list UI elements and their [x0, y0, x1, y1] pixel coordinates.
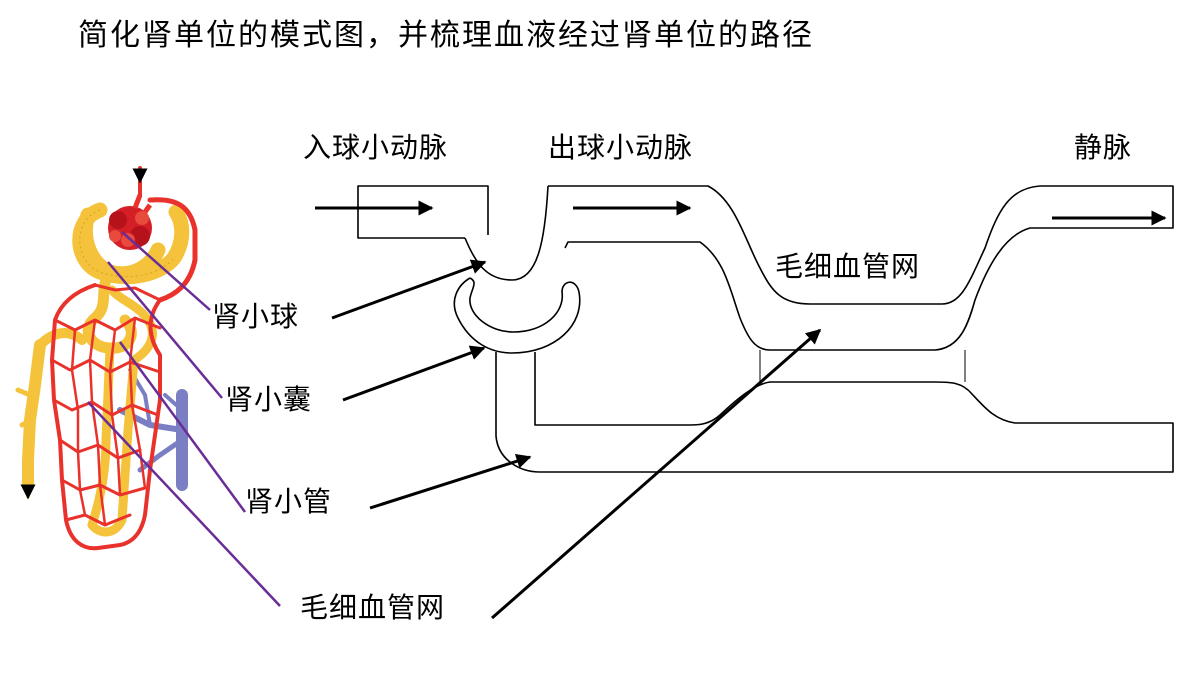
- tubule-pointer-arrow: [369, 453, 532, 510]
- pointer-arrows: [331, 259, 822, 620]
- renal-capsule-shape: [453, 277, 581, 354]
- capsule-pointer-arrow: [342, 345, 486, 402]
- label-capillary-network-schematic: 毛细血管网: [775, 250, 921, 283]
- pointer-lines: [87, 231, 281, 607]
- label-capillary-network: 毛细血管网: [300, 591, 446, 624]
- renal-tubule-shape: [495, 352, 1174, 473]
- page-title: 简化肾单位的模式图，并梳理血液经过肾单位的路径: [78, 18, 814, 53]
- afferent-arteriole-tube: [357, 185, 489, 239]
- label-glomerulus: 肾小球: [212, 300, 300, 333]
- label-afferent-arteriole: 入球小动脉: [303, 131, 449, 164]
- capillary-network-illustration: [50, 166, 198, 551]
- label-renal-tubule: 肾小管: [245, 485, 333, 518]
- label-renal-capsule: 肾小囊: [225, 383, 313, 416]
- glomerulus-pointer-arrow: [331, 259, 487, 320]
- label-vein: 静脉: [1074, 131, 1133, 164]
- efferent-arteriole-tube: [548, 185, 1174, 351]
- flow-arrows: [315, 200, 1167, 226]
- label-efferent-arteriole: 出球小动脉: [548, 131, 694, 164]
- capillary-pointer-arrow: [491, 328, 822, 620]
- glomerulus-illustration: [108, 194, 153, 250]
- glomerulus-loop: [464, 185, 549, 281]
- nephron-illustration: [15, 166, 281, 607]
- nephron-schematic: [357, 185, 1174, 473]
